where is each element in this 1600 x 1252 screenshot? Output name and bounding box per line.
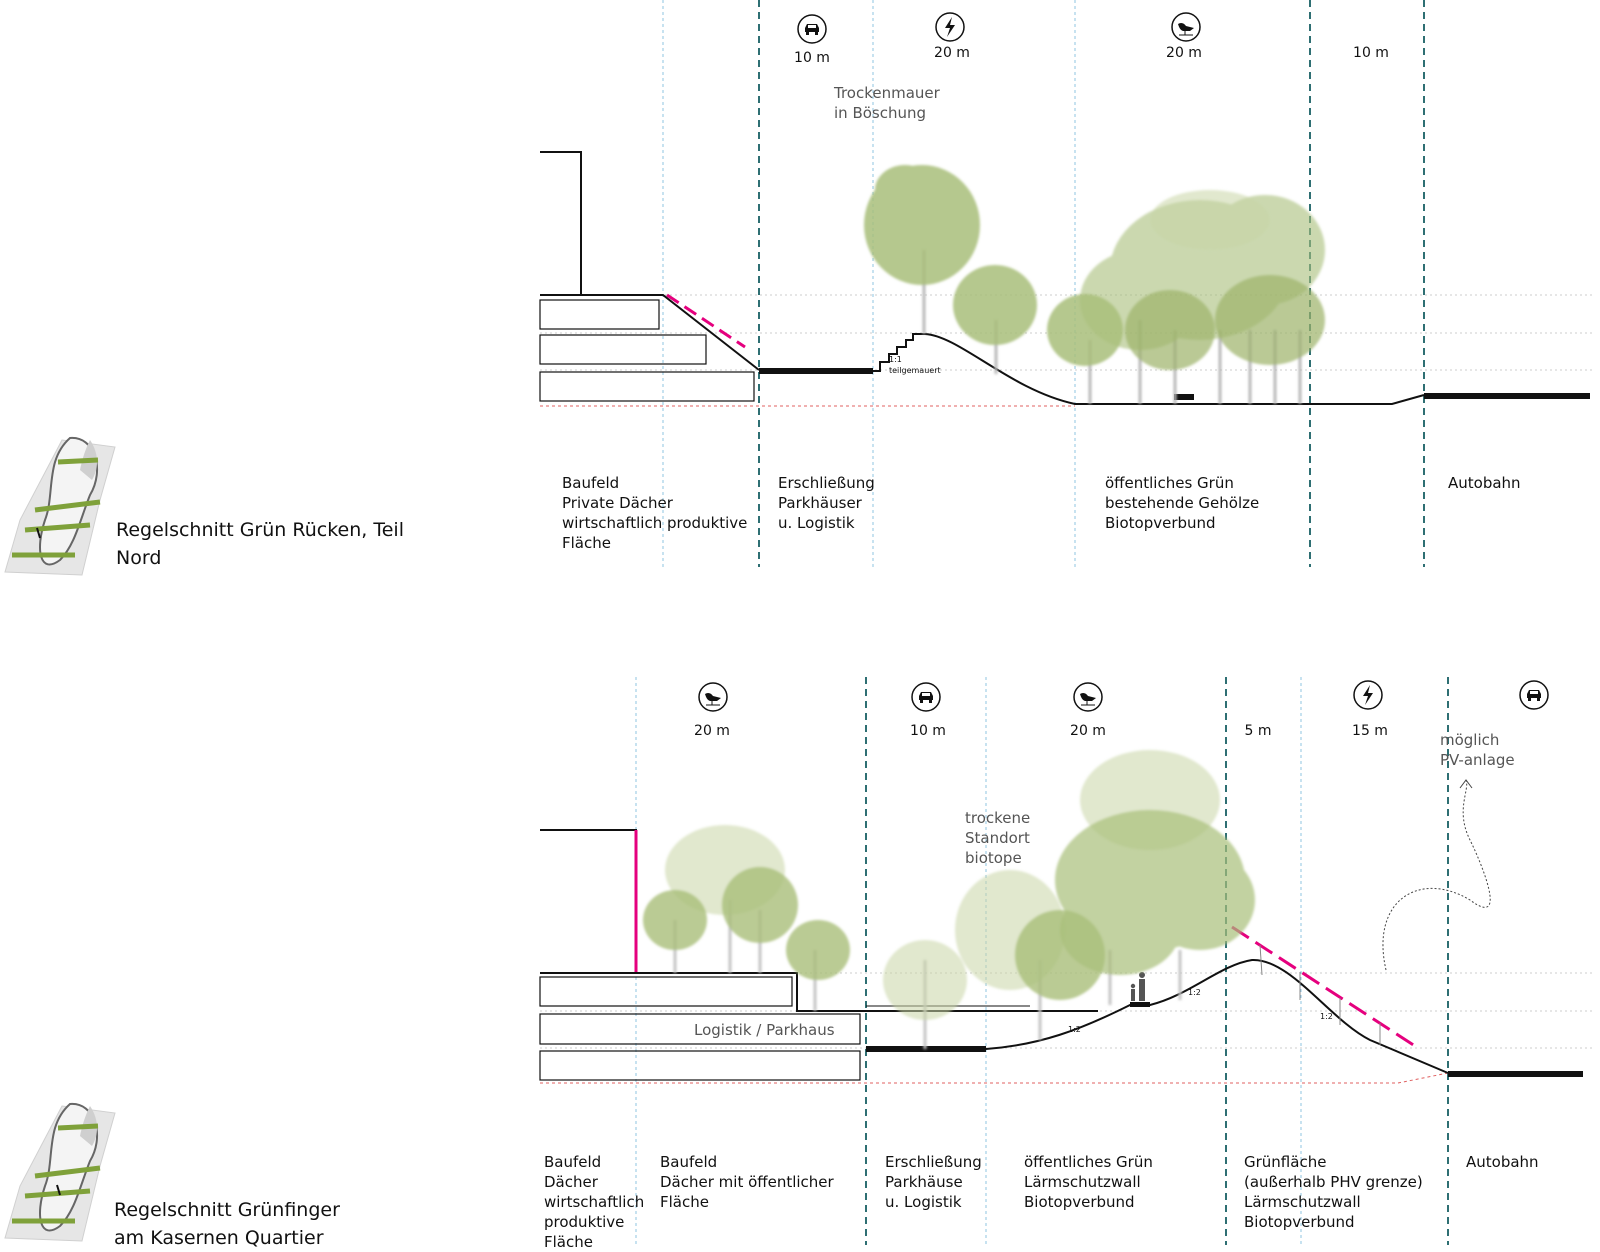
building-label: Logistik / Parkhaus: [694, 1021, 835, 1039]
bottom-section-drawing: [539, 677, 1595, 1245]
zone-label: Erschließung Parkhäuse u. Logistik: [885, 1153, 982, 1211]
distance-label: 20 m: [694, 723, 730, 739]
distance-label: 10 m: [794, 50, 830, 66]
car-icon: [1519, 680, 1549, 710]
distance-label: 5 m: [1244, 723, 1272, 739]
section-title: Regelschnitt Grün Rücken, Teil Nord: [116, 519, 404, 569]
section-title: Regelschnitt Grünfinger am Kasernen Quar…: [114, 1199, 340, 1249]
zone-label: Autobahn: [1448, 474, 1521, 492]
zone-label: Autobahn: [1466, 1153, 1539, 1171]
distance-label: 20 m: [1166, 45, 1202, 61]
slope-label: 1:2: [1320, 1012, 1333, 1021]
zone-label: öffentliches Grün bestehende Gehölze Bio…: [1105, 474, 1260, 532]
distance-label: 20 m: [934, 45, 970, 61]
distance-label: 15 m: [1352, 723, 1388, 739]
slope-label: 1:1: [889, 355, 902, 364]
car-icon: [911, 682, 941, 712]
lightning-icon: [1353, 680, 1383, 710]
distance-label: 20 m: [1070, 723, 1106, 739]
bird-icon: [698, 682, 728, 712]
key-map-bottom: [4, 1102, 116, 1242]
top-section-drawing: [539, 0, 1595, 567]
distance-label: 10 m: [910, 723, 946, 739]
pv-note: möglich PV-anlage: [1440, 731, 1515, 769]
zone-label: Baufeld Dächer wirtschaftlich produktive…: [544, 1153, 645, 1251]
zone-label: öffentliches Grün Lärmschutzwall Biotopv…: [1024, 1153, 1153, 1211]
bird-icon: [1171, 12, 1201, 42]
biotope-note: trockene Standort biotope: [965, 809, 1031, 867]
zone-label: Erschließung Parkhäuser u. Logistik: [778, 474, 875, 532]
zone-label: Baufeld Private Dächer wirtschaftlich pr…: [562, 474, 748, 552]
zone-label: Grünfläche (außerhalb PHV grenze) Lärmsc…: [1244, 1153, 1423, 1231]
wall-note: Trockenmauer in Böschung: [834, 84, 940, 122]
slope-sub-label: teilgemauert: [889, 366, 941, 375]
key-map-top: [4, 436, 116, 576]
bird-icon: [1073, 682, 1103, 712]
lightning-icon: [935, 12, 965, 42]
slope-label: 1:2: [1188, 988, 1201, 997]
slope-label: 1:2: [1068, 1025, 1081, 1034]
distance-label: 10 m: [1353, 45, 1389, 61]
zone-label: Baufeld Dächer mit öffentlicher Fläche: [660, 1153, 834, 1211]
car-icon: [797, 14, 827, 44]
